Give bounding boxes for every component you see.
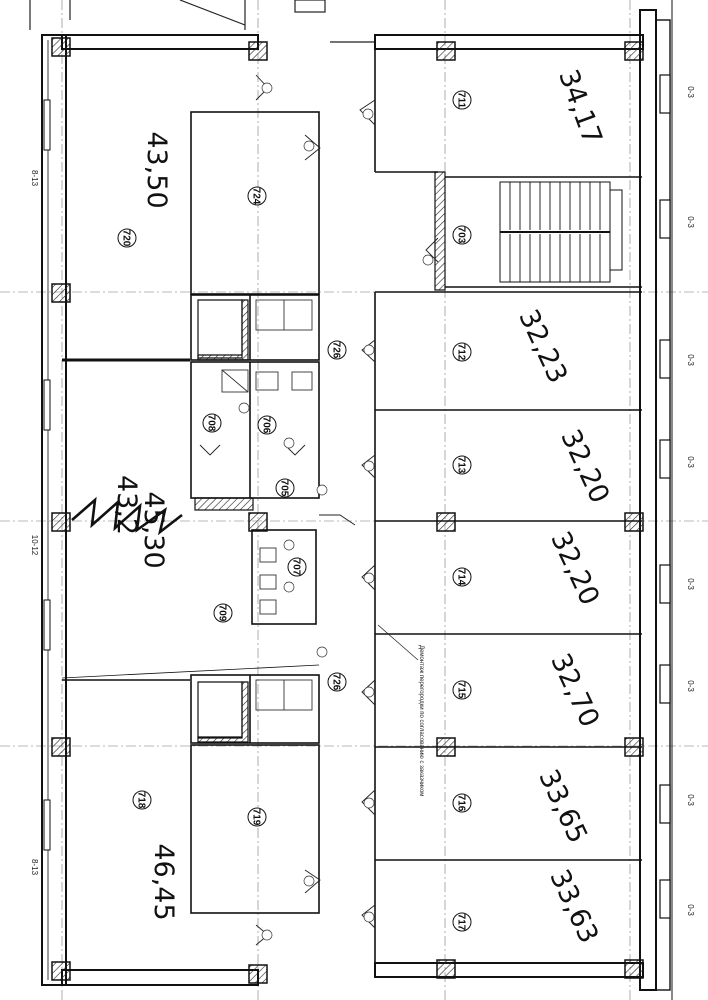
svg-text:708: 708 <box>206 415 217 432</box>
room-numbers: 711 703 712 713 714 715 716 717 <box>117 90 472 932</box>
window-label: 0-3 <box>686 578 695 590</box>
window-label: 0-3 <box>686 456 695 468</box>
room-708-number: 708 <box>202 413 222 433</box>
svg-text:726: 726 <box>331 342 342 359</box>
left-window-strips <box>43 99 51 851</box>
svg-text:703: 703 <box>456 227 467 244</box>
room-712-number: 712 <box>452 342 472 362</box>
axis-labels: 8-13 10-12 8-13 <box>30 170 39 876</box>
svg-text:711: 711 <box>456 92 467 109</box>
area-720: 43,50 <box>141 131 172 208</box>
area-718: 46,45 <box>148 843 179 920</box>
strike-scribble <box>71 496 183 536</box>
room-716-number: 716 <box>452 793 472 813</box>
room-709-number: 709 <box>213 603 233 623</box>
axis-label: 10-12 <box>30 535 39 556</box>
right-partitions <box>374 42 642 968</box>
window-labels: 0-3 0-3 0-3 0-3 0-3 0-3 0-3 0-3 <box>686 86 695 916</box>
axis-label: 8-13 <box>30 859 39 876</box>
svg-text:719: 719 <box>251 809 262 826</box>
svg-text:712: 712 <box>456 344 467 361</box>
shafts <box>194 299 254 743</box>
svg-text:705: 705 <box>279 480 290 497</box>
sanitary-details <box>221 299 313 711</box>
room-714-number: 714 <box>452 567 472 587</box>
window-label: 0-3 <box>686 794 695 806</box>
room-718-number: 718 <box>132 790 152 810</box>
room-720-number: 720 <box>117 228 137 248</box>
svg-text:724: 724 <box>251 188 262 205</box>
svg-text:709: 709 <box>217 605 228 622</box>
stair-treads-lower <box>509 234 601 282</box>
area-709: 45,30 <box>138 491 169 568</box>
room-703-number: 703 <box>452 225 472 245</box>
stair-treads-upper <box>509 182 601 230</box>
svg-text:714: 714 <box>456 569 467 586</box>
room-707-number: 707 <box>287 557 307 577</box>
room-713-number: 713 <box>452 455 472 475</box>
axis-label: 8-13 <box>30 170 39 187</box>
room-715-number: 715 <box>452 680 472 700</box>
svg-text:707: 707 <box>291 559 302 576</box>
top-fragment <box>29 0 375 43</box>
partition-note-text: Демонтаж перегородки по согласованию с з… <box>418 645 424 796</box>
window-label: 0-3 <box>686 680 695 692</box>
svg-text:718: 718 <box>136 792 147 809</box>
room-726a-number: 726 <box>327 340 347 360</box>
room-726b-number: 726 <box>327 672 347 692</box>
room-706-number: 706 <box>257 415 277 435</box>
svg-text:720: 720 <box>121 230 132 247</box>
door-swings <box>199 74 439 946</box>
left-partitions <box>61 111 320 914</box>
svg-text:716: 716 <box>456 795 467 812</box>
room-724-number: 724 <box>247 186 267 206</box>
partition-note: Демонтаж перегородки по согласованию с з… <box>377 624 424 796</box>
window-label: 0-3 <box>686 904 695 916</box>
svg-text:715: 715 <box>456 682 467 699</box>
room-717-number: 717 <box>452 912 472 932</box>
door-number-bubbles <box>238 82 434 941</box>
room-719-number: 719 <box>247 807 267 827</box>
svg-text:706: 706 <box>261 417 272 434</box>
window-strips <box>659 74 671 919</box>
columns <box>51 37 644 984</box>
window-label: 0-3 <box>686 354 695 366</box>
staircase <box>499 181 623 283</box>
room-711-number: 711 <box>452 90 472 110</box>
window-label: 0-3 <box>686 86 695 98</box>
svg-text:713: 713 <box>456 457 467 474</box>
svg-text:717: 717 <box>456 914 467 931</box>
window-label: 0-3 <box>686 216 695 228</box>
svg-text:726: 726 <box>331 674 342 691</box>
room-705-number: 705 <box>275 478 295 498</box>
